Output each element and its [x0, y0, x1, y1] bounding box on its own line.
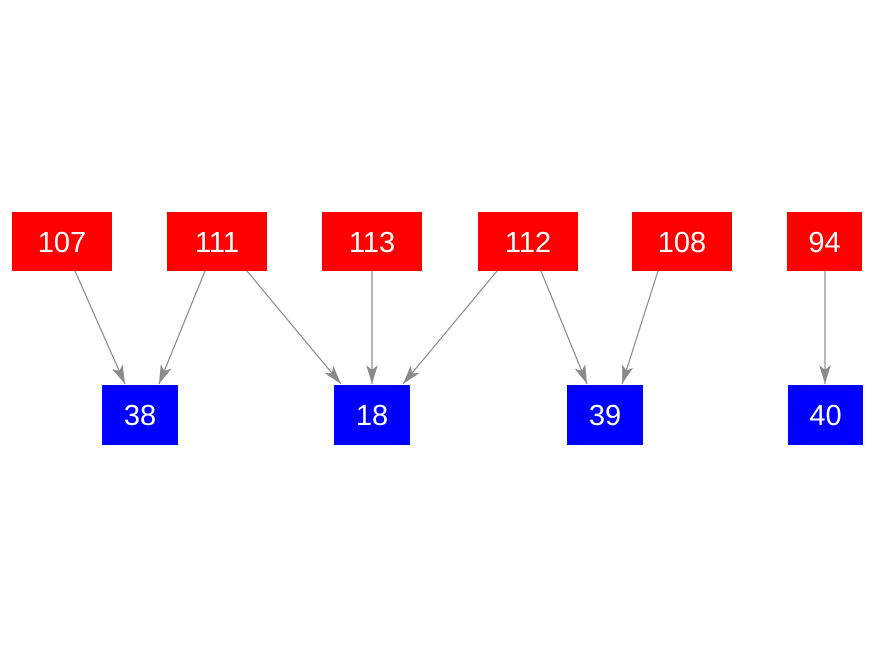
node-label: 111	[194, 226, 240, 259]
node-label: 107	[37, 226, 87, 259]
node-107: 107	[12, 212, 112, 271]
node-label: 40	[809, 400, 842, 432]
node-label: 18	[355, 400, 389, 432]
node-40: 40	[788, 385, 863, 445]
node-39: 39	[567, 385, 643, 445]
node-label: 108	[657, 226, 707, 259]
node-108: 108	[632, 212, 732, 271]
node-label: 38	[123, 400, 157, 432]
edges-group	[74, 270, 831, 385]
edge-111-38	[158, 270, 206, 385]
node-label: 94	[808, 226, 841, 259]
edge-112-39	[540, 270, 588, 385]
edge-111-18	[246, 270, 342, 385]
node-94: 94	[787, 212, 862, 271]
edge-108-39	[621, 270, 659, 385]
node-113: 113	[322, 212, 422, 271]
node-111: 111	[167, 212, 267, 271]
node-38: 38	[102, 385, 178, 445]
edge-112-18	[402, 270, 498, 385]
node-label: 112	[504, 226, 552, 259]
node-112: 112	[478, 212, 578, 271]
node-label: 113	[348, 226, 396, 259]
edge-107-38	[74, 270, 126, 385]
node-18: 18	[334, 385, 410, 445]
node-label: 39	[588, 400, 622, 432]
